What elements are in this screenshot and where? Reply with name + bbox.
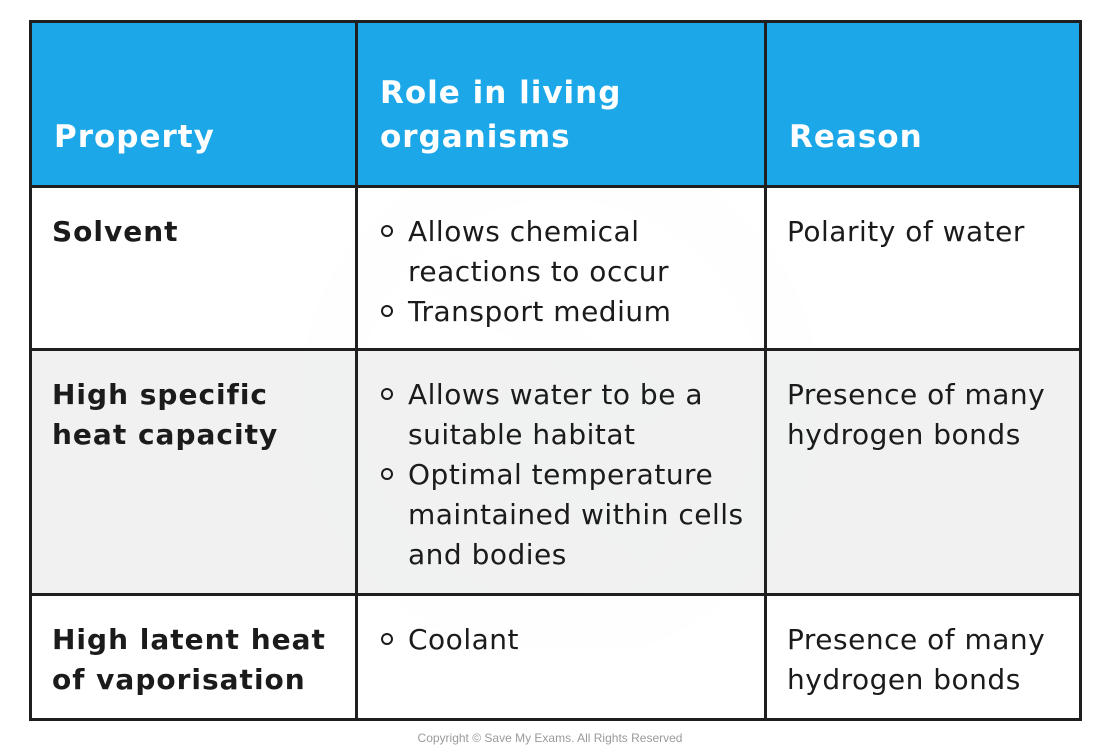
role-list: Allows chemical reactions to occur Trans… <box>378 212 744 332</box>
header-property: Property <box>29 20 358 188</box>
table-row: High latent heat of vaporisation Coolant… <box>29 593 1082 721</box>
table-row: High specific heat capacity Allows water… <box>29 348 1082 596</box>
table-header-row: Property Role in living organisms Reason <box>29 20 1082 188</box>
role-list: Allows water to be a suitable habitat Op… <box>378 375 744 575</box>
role-list-item: Allows water to be a suitable habitat <box>381 375 744 455</box>
role-list-item: Transport medium <box>381 292 744 332</box>
header-reason: Reason <box>764 20 1082 188</box>
reason-cell: Presence of many hydrogen bonds <box>764 348 1082 596</box>
role-list-item: Coolant <box>381 620 744 660</box>
property-cell: Solvent <box>29 185 358 351</box>
role-list: Coolant <box>378 620 744 660</box>
property-cell: High specific heat capacity <box>29 348 358 596</box>
role-cell: Allows water to be a suitable habitat Op… <box>355 348 767 596</box>
properties-table: Property Role in living organisms Reason… <box>29 20 1082 721</box>
header-role: Role in living organisms <box>355 20 767 188</box>
role-list-item: Allows chemical reactions to occur <box>381 212 744 292</box>
copyright-notice: Copyright © Save My Exams. All Rights Re… <box>417 731 683 745</box>
role-list-item: Optimal temperature maintained within ce… <box>381 455 744 575</box>
reason-cell: Polarity of water <box>764 185 1082 351</box>
reason-cell: Presence of many hydrogen bonds <box>764 593 1082 721</box>
table-row: Solvent Allows chemical reactions to occ… <box>29 185 1082 351</box>
role-cell: Allows chemical reactions to occur Trans… <box>355 185 767 351</box>
role-cell: Coolant <box>355 593 767 721</box>
property-cell: High latent heat of vaporisation <box>29 593 358 721</box>
